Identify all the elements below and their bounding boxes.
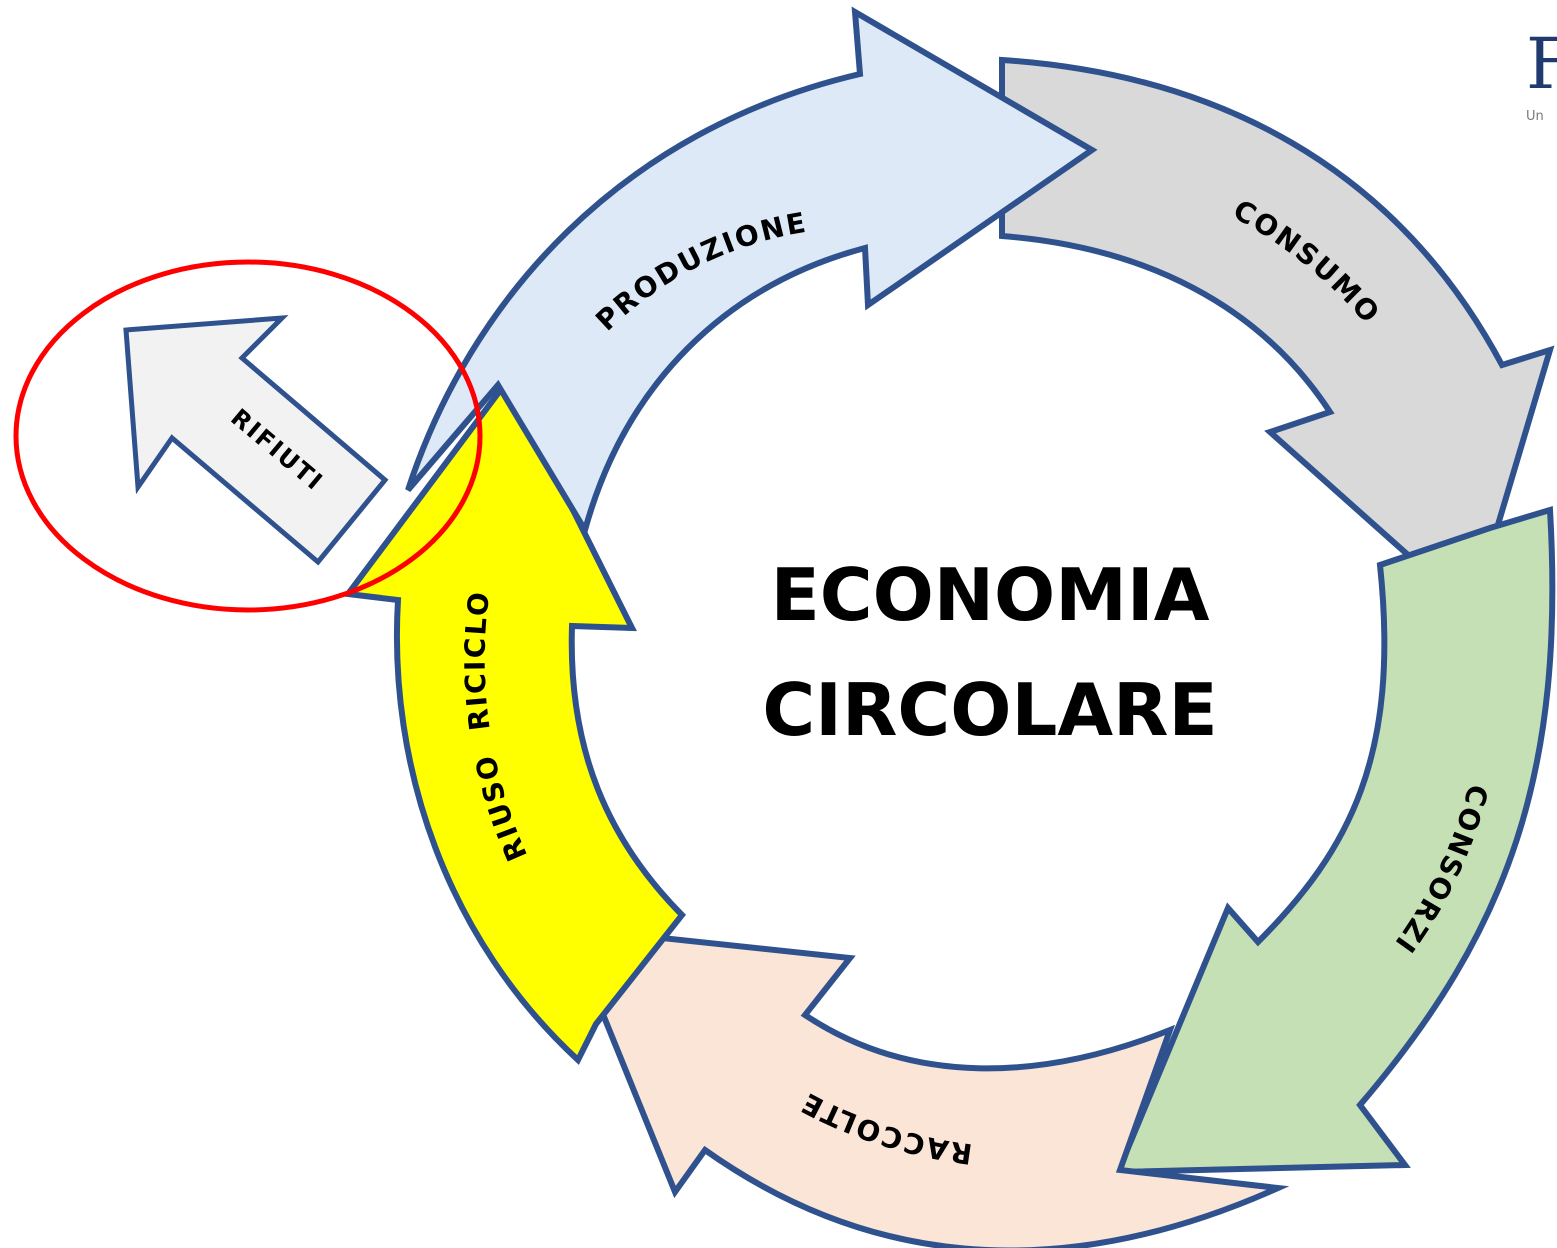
- rifiuti-arrow: [123, 314, 389, 566]
- rifiuti-highlight-circle: [13, 259, 483, 613]
- consumo-arrow: [999, 56, 1555, 618]
- consorzi-arrow: [1113, 506, 1556, 1176]
- riuso-riciclo-arrow: [342, 374, 686, 1065]
- logo-subtitle: Un: [1526, 109, 1544, 124]
- logo: F Un: [1526, 23, 1557, 124]
- logo-mark: F: [1526, 23, 1557, 105]
- title-line-1: ECONOMIA: [771, 553, 1210, 637]
- produzione-arrow: [405, 6, 1098, 538]
- title-line-2: CIRCOLARE: [762, 668, 1217, 752]
- raccolte-arrow: [563, 924, 1290, 1248]
